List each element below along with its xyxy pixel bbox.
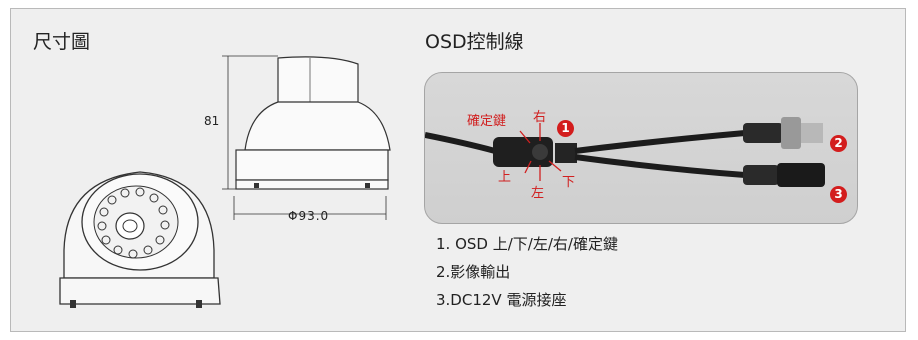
osd-cable-illustration [425, 117, 825, 187]
osd-cable-photo: 確定鍵 右 上 下 左 1 2 3 [424, 72, 858, 224]
label-confirm: 確定鍵 [467, 114, 507, 129]
note-item: 3.DC12V 電源接座 [436, 291, 567, 309]
label-right: 右 [533, 110, 547, 125]
diameter-dimension: Φ93.0 [288, 209, 330, 223]
label-down: 下 [562, 175, 576, 190]
note-item: 2.影像輸出 [436, 263, 511, 281]
height-dimension: 81 [204, 114, 220, 128]
osd-heading: OSD控制線 [425, 31, 524, 53]
label-left: 左 [531, 186, 545, 201]
badge-2: 2 [830, 135, 847, 152]
note-item: 1. OSD 上/下/左/右/確定鍵 [436, 235, 618, 253]
badge-3: 3 [830, 186, 847, 203]
label-up: 上 [498, 170, 512, 185]
dimension-heading: 尺寸圖 [33, 31, 91, 53]
badge-1: 1 [557, 120, 574, 137]
